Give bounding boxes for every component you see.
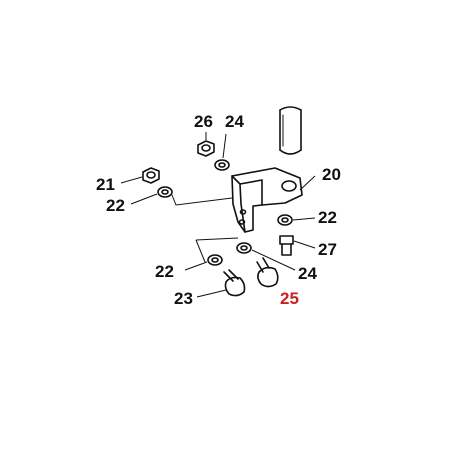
leader-lines [120,132,316,298]
washer-22-bottom [207,254,223,266]
support-rod [279,106,302,155]
callout-24-top: 24 [225,112,244,131]
callout-26: 26 [194,112,213,131]
screw-27 [279,235,294,256]
nut-26 [197,140,215,157]
callout-22-left: 22 [106,196,125,215]
callout-22-bottom: 22 [155,262,174,281]
callout-22-right: 22 [318,208,337,227]
washer-22-right [277,214,293,226]
bolt-23 [223,269,246,297]
callout-25: 25 [280,289,299,308]
callout-27: 27 [318,240,337,259]
callout-23: 23 [174,289,193,308]
washer-24-bottom [236,242,252,254]
callout-21: 21 [96,175,115,194]
callout-24-bottom: 24 [298,264,317,283]
callout-20: 20 [322,165,341,184]
washer-22-left [157,186,173,198]
washer-24-top [214,159,230,171]
bolt-25 [256,257,279,288]
bracket-20 [231,167,303,233]
nut-21 [142,167,160,184]
